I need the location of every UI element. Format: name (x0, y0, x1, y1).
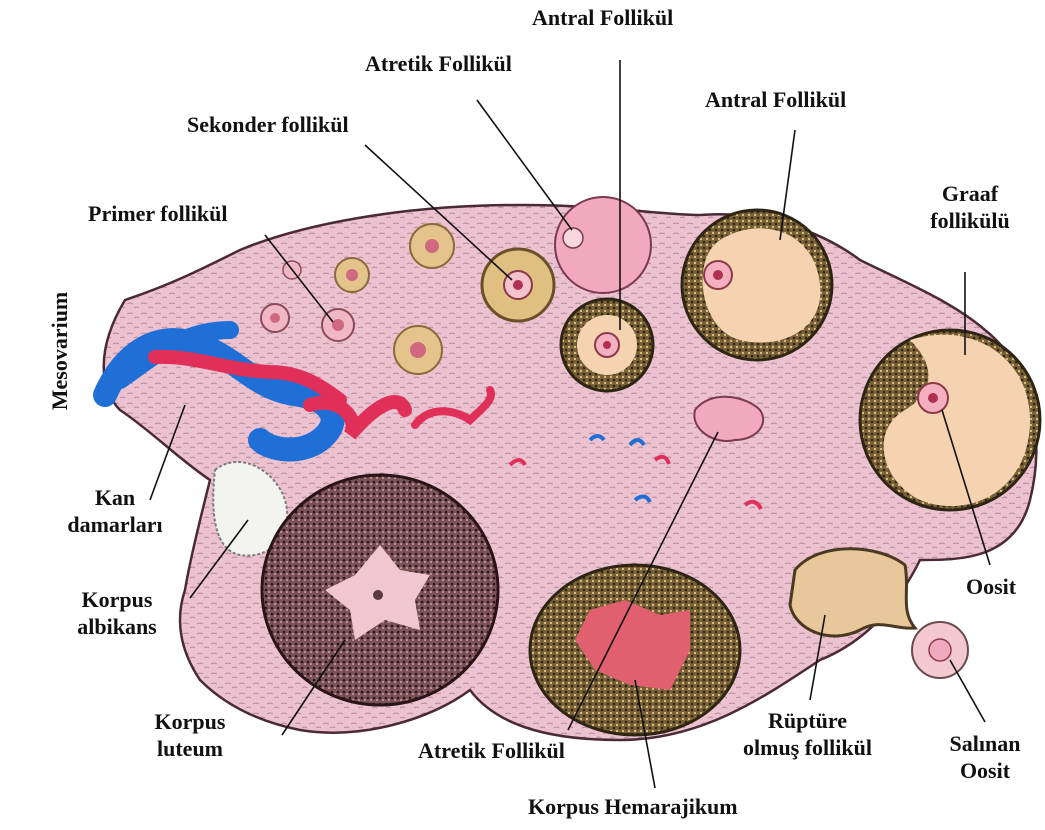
secondary-follicle (482, 249, 554, 321)
label-blood-vessels: Kan damarları (60, 484, 170, 538)
label-albicans-line1: Korpus (62, 586, 172, 613)
label-antral-follicle-top: Antral Follikül (532, 4, 673, 31)
ruptured-follicle (790, 549, 915, 636)
label-albicans-line2: albikans (62, 613, 172, 640)
label-vessels-line2: damarları (60, 511, 170, 538)
label-ruptured-follicle: Rüptüre olmuş follikül (720, 707, 895, 761)
label-antral-follicle-right: Antral Follikül (705, 86, 846, 113)
label-corpus-albicans: Korpus albikans (62, 586, 172, 640)
label-luteum-line2: luteum (140, 735, 240, 762)
label-graafian-line2: follikülü (920, 207, 1020, 234)
released-oocyte (912, 622, 968, 678)
label-graafian-line1: Graaf (920, 180, 1020, 207)
label-released-line1: Salınan (935, 730, 1035, 757)
atretic-follicle-top (555, 197, 651, 293)
corpus-luteum (262, 475, 498, 705)
label-luteum-line1: Korpus (140, 708, 240, 735)
antral-follicle-large (682, 210, 832, 360)
label-atretic-follicle-bottom: Atretik Follikül (418, 737, 565, 764)
label-released-oocyte: Salınan Oosit (935, 730, 1035, 784)
antral-follicle-small (561, 299, 653, 391)
atretic-follicle-middle (694, 397, 763, 441)
corpus-hemorrhagicum (530, 565, 740, 735)
label-corpus-hemorrhagicum: Korpus Hemarajikum (528, 793, 738, 820)
label-mesovarium: Mesovarium (47, 281, 73, 421)
label-corpus-luteum: Korpus luteum (140, 708, 240, 762)
label-released-line2: Oosit (935, 757, 1035, 784)
label-graafian-follicle: Graaf follikülü (920, 180, 1020, 234)
graafian-follicle (860, 330, 1040, 510)
label-ruptured-line1: Rüptüre (720, 707, 895, 734)
label-ruptured-line2: olmuş follikül (720, 734, 895, 761)
label-primary-follicle: Primer follikül (88, 200, 228, 227)
label-vessels-line1: Kan (60, 484, 170, 511)
label-atretic-follicle-top: Atretik Follikül (365, 50, 512, 77)
label-secondary-follicle: Sekonder follikül (187, 111, 349, 138)
label-oocyte: Oosit (966, 573, 1016, 600)
